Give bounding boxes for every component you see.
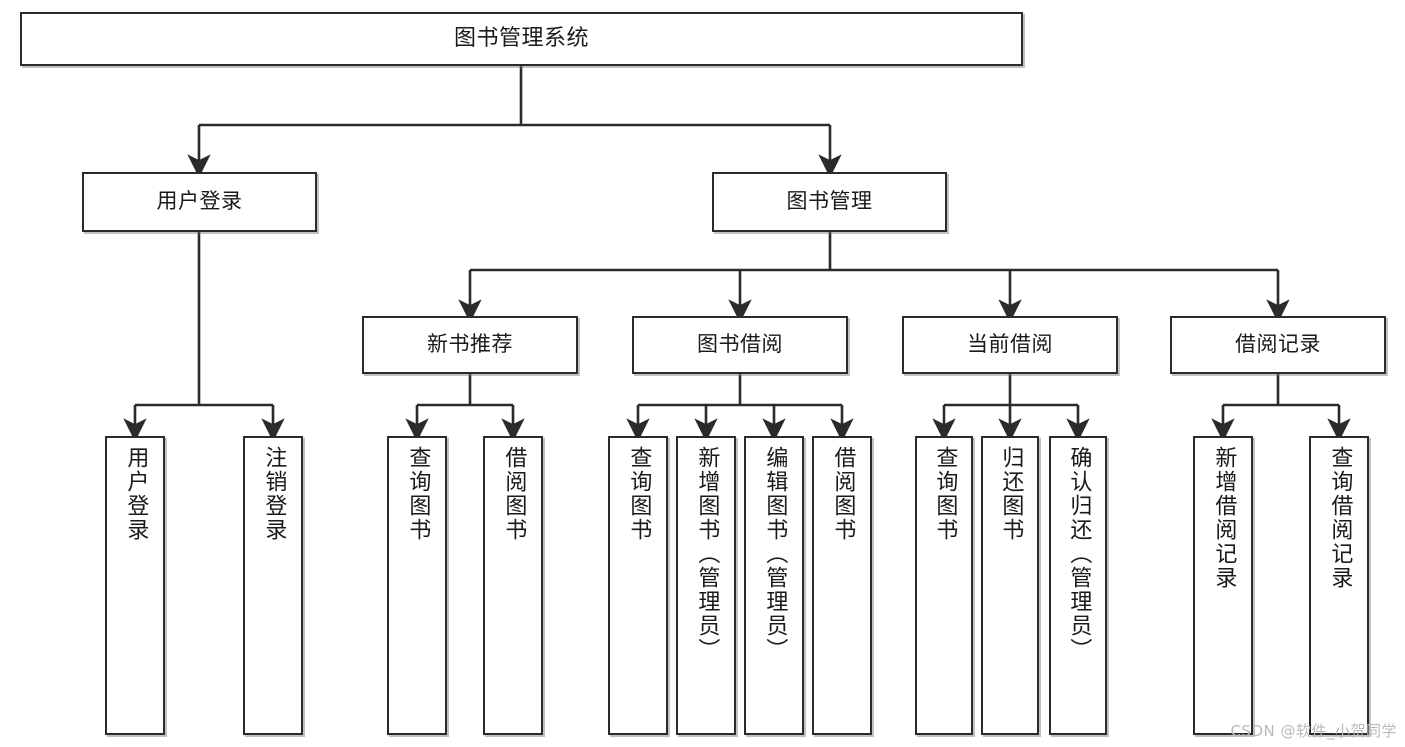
node-label: 图书借阅 [697,332,783,357]
csdn-watermark: CSDN @软件_小贺同学 [1230,722,1397,740]
node-label: 借阅图书 [501,446,527,542]
leaf-borrow-borrow-book[interactable]: 借阅图书 [812,436,872,735]
node-label: 查询借阅记录 [1327,446,1353,590]
leaf-user-login[interactable]: 用户登录 [105,436,165,735]
node-label: 借阅图书 [830,446,856,542]
node-label: 查询图书 [626,446,652,542]
leaf-record-add[interactable]: 新增借阅记录 [1193,436,1253,735]
node-label: 图书管理系统 [453,25,589,51]
node-label: 当前借阅 [967,332,1053,357]
node-label: 新增图书（管理员） [694,446,720,662]
node-root-system[interactable]: 图书管理系统 [20,12,1023,66]
node-label: 用户登录 [156,189,243,214]
node-borrow-record[interactable]: 借阅记录 [1170,316,1386,374]
node-label: 新书推荐 [427,332,513,357]
node-book-borrow[interactable]: 图书借阅 [632,316,848,374]
node-label: 查询图书 [405,446,431,542]
leaf-record-query[interactable]: 查询借阅记录 [1309,436,1369,735]
node-label: 借阅记录 [1235,332,1321,357]
node-book-management[interactable]: 图书管理 [712,172,947,232]
node-label: 查询图书 [932,446,958,542]
node-current-borrow[interactable]: 当前借阅 [902,316,1118,374]
leaf-new-book-borrow[interactable]: 借阅图书 [483,436,543,735]
node-label: 注销登录 [261,446,287,542]
node-label: 归还图书 [998,446,1024,542]
leaf-current-return-book[interactable]: 归还图书 [981,436,1039,735]
node-label: 新增借阅记录 [1211,446,1237,590]
node-label: 确认归还（管理员） [1066,446,1092,662]
node-new-book-recommend[interactable]: 新书推荐 [362,316,578,374]
leaf-borrow-add-book[interactable]: 新增图书（管理员） [676,436,736,735]
leaf-borrow-query-book[interactable]: 查询图书 [608,436,668,735]
leaf-current-confirm-return[interactable]: 确认归还（管理员） [1049,436,1107,735]
leaf-new-book-query[interactable]: 查询图书 [387,436,447,735]
leaf-current-query-book[interactable]: 查询图书 [915,436,973,735]
node-label: 图书管理 [786,189,873,214]
leaf-borrow-edit-book[interactable]: 编辑图书（管理员） [744,436,804,735]
node-label: 用户登录 [123,446,149,542]
node-user-login[interactable]: 用户登录 [82,172,317,232]
node-label: 编辑图书（管理员） [762,446,788,662]
leaf-logout[interactable]: 注销登录 [243,436,303,735]
